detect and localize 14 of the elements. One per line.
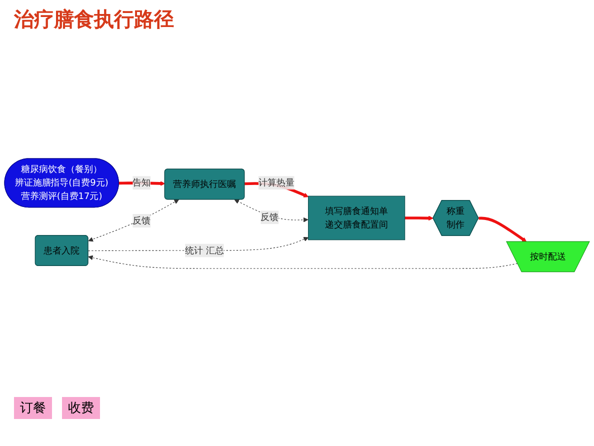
edge-label: 反馈 xyxy=(132,214,151,226)
edge-label: 告知 xyxy=(132,177,151,188)
edge-label: 计算热量 xyxy=(258,177,294,188)
edge-label: 反馈 xyxy=(260,212,279,222)
arrow xyxy=(478,216,527,242)
arrow xyxy=(404,216,434,220)
note-label: 收费 xyxy=(62,397,100,419)
arrow xyxy=(234,199,308,222)
arrow xyxy=(88,255,518,269)
note-label: 订餐 xyxy=(14,397,52,419)
edge-label: 统计 汇总 xyxy=(185,244,224,256)
diagram-title: 治疗膳食执行路径 xyxy=(14,6,175,33)
arrow xyxy=(88,199,179,242)
node-box: 填写膳食通知单 递交膳食配置间 xyxy=(308,196,406,240)
